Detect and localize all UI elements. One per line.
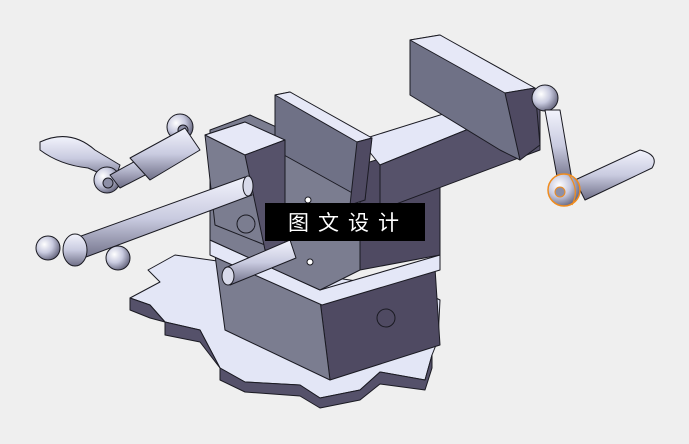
selected-handle-ball[interactable] <box>547 173 581 207</box>
watermark-label: 图文设计 <box>265 203 425 241</box>
